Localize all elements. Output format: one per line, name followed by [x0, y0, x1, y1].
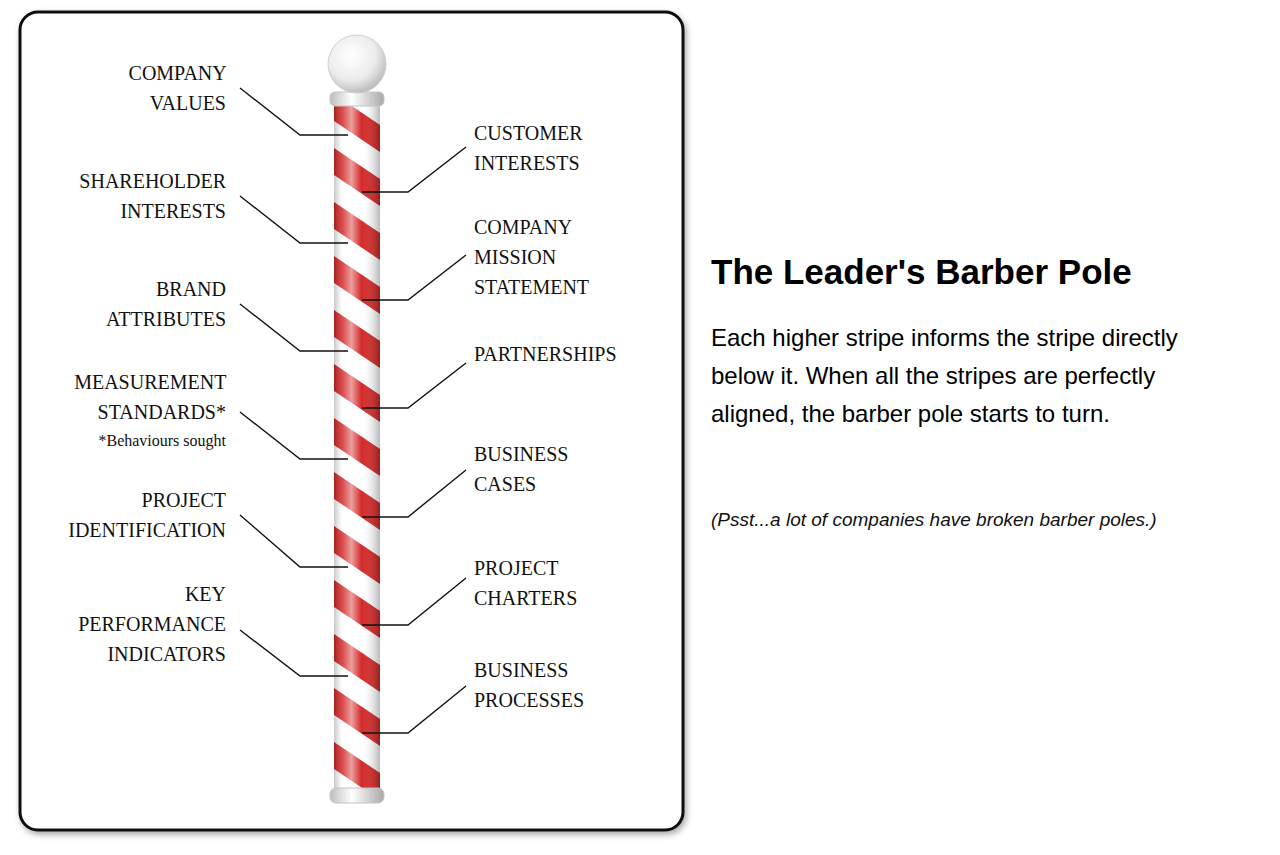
leader-line: [240, 412, 348, 459]
panel-frame: [20, 12, 683, 830]
leader-line: [362, 578, 466, 625]
stripe-label: COMPANY MISSION STATEMENT: [474, 212, 589, 302]
caption: Each higher stripe informs the stripe di…: [711, 319, 1231, 433]
stripe-label: BRAND ATTRIBUTES: [106, 274, 226, 334]
leader-line: [362, 147, 466, 192]
leader-line: [362, 363, 466, 408]
stripe-label: COMPANY VALUES: [129, 58, 226, 118]
leader-line: [362, 470, 466, 517]
stripe-label: BUSINESS CASES: [474, 439, 568, 499]
leader-line: [362, 255, 466, 300]
leader-line: [362, 686, 466, 733]
aside-note: (Psst...a lot of companies have broken b…: [711, 508, 1157, 532]
pole-stripes: [334, 104, 380, 790]
footnote: *Behaviours sought: [98, 431, 226, 451]
title: The Leader's Barber Pole: [711, 251, 1132, 293]
stripe-label: BUSINESS PROCESSES: [474, 655, 584, 715]
leader-line: [240, 630, 348, 676]
leader-line: [240, 304, 348, 351]
stripe-label: PROJECT IDENTIFICATION: [68, 485, 226, 545]
pole-body: [334, 104, 380, 790]
stripe-label: PROJECT CHARTERS: [474, 553, 577, 613]
stripe-label: SHAREHOLDER INTERESTS: [79, 166, 226, 226]
leader-line: [240, 88, 348, 135]
pole-base: [330, 788, 384, 803]
leader-line: [240, 196, 348, 243]
leader-line: [240, 515, 348, 567]
pole-shading: [334, 104, 380, 790]
pole-ball: [328, 35, 386, 93]
stripe-label: MEASUREMENT STANDARDS*: [74, 367, 226, 427]
stripe-label: CUSTOMER INTERESTS: [474, 118, 583, 178]
pole-collar: [330, 92, 384, 106]
stripe-label: KEY PERFORMANCE INDICATORS: [78, 579, 226, 669]
stripe-label: PARTNERSHIPS: [474, 339, 617, 369]
